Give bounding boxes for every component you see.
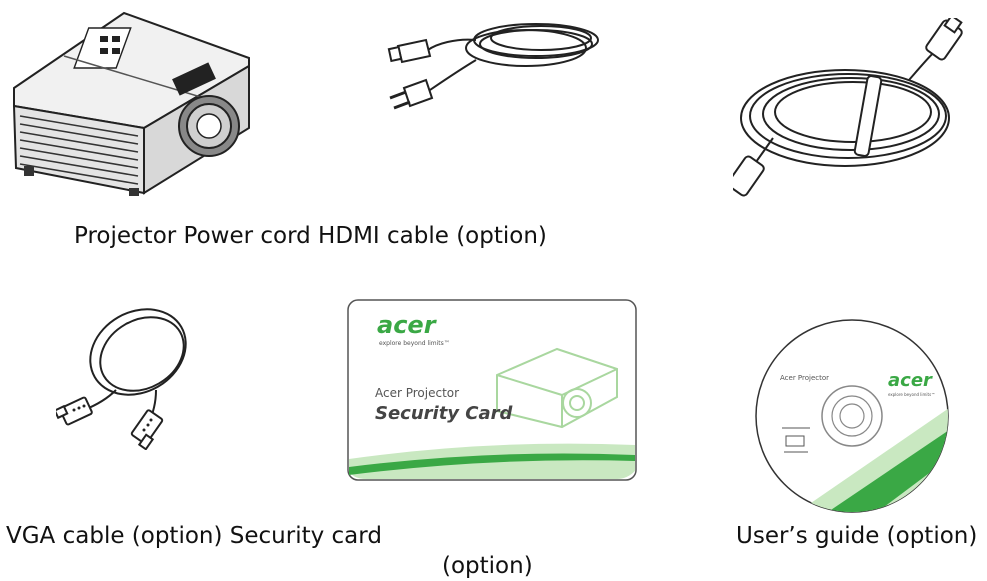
cd-illustration: Acer Projector acer explore beyond limit… (752, 316, 952, 516)
option-caption: (option) (442, 553, 533, 579)
cd-brand: acer (888, 370, 933, 391)
cd-label: Acer Projector (780, 374, 829, 382)
cd-tagline: explore beyond limits™ (888, 392, 935, 397)
hdmi-cable-illustration (733, 18, 973, 198)
vga-cable-illustration (56, 300, 206, 450)
card-tagline: explore beyond limits™ (379, 340, 450, 347)
projector-illustration (4, 8, 254, 198)
users-guide-caption: User’s guide (option) (736, 523, 978, 549)
security-card: acer explore beyond limits™ Acer Project… (347, 299, 637, 481)
card-brand: acer (377, 311, 438, 339)
card-line1: Acer Projector (375, 386, 459, 400)
vga-security-caption: VGA cable (option) Security card (6, 523, 382, 549)
card-line2: Security Card (375, 403, 514, 424)
power-cord-illustration (376, 10, 616, 110)
row1-caption: Projector Power cord HDMI cable (option) (74, 223, 547, 249)
